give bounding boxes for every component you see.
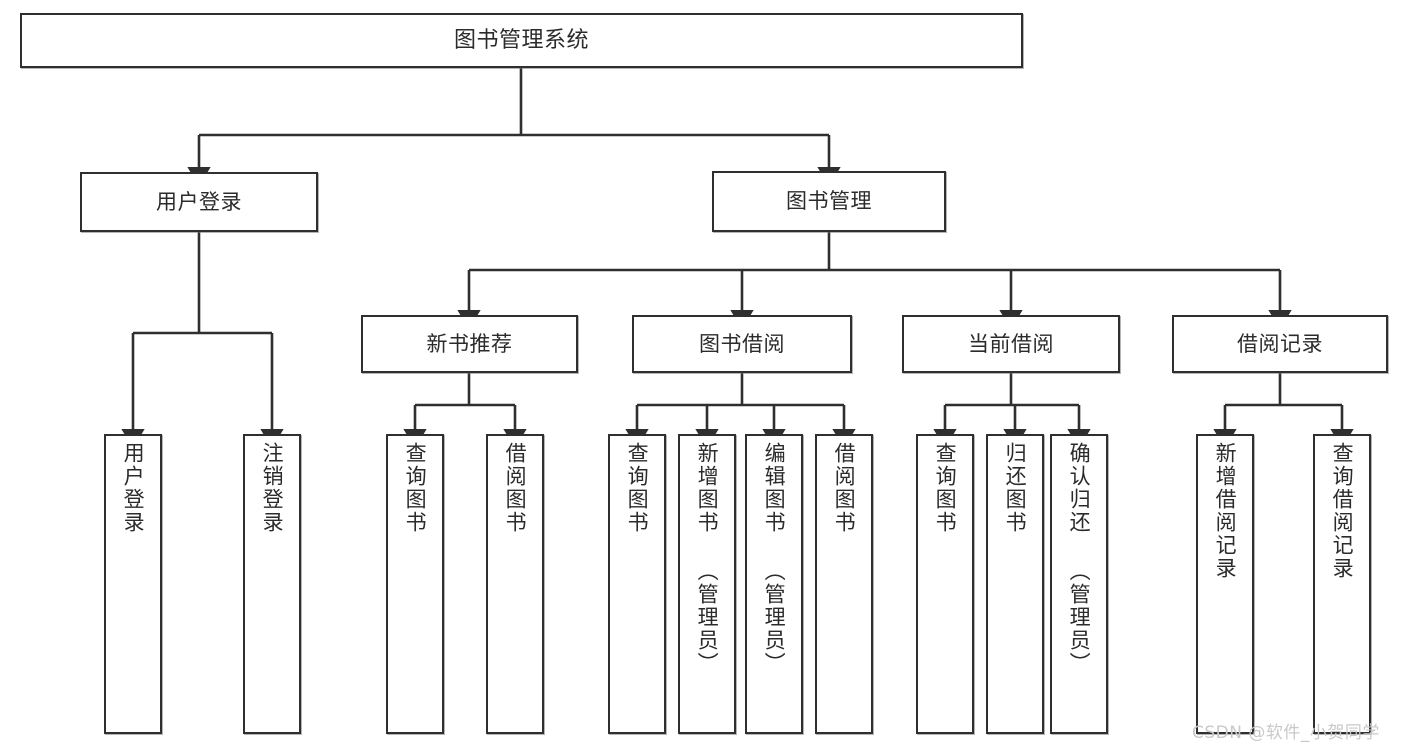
node-label-borrow-book-1: 借阅图书 bbox=[503, 442, 528, 534]
node-query-book-1[interactable]: 查询图书 bbox=[386, 434, 444, 734]
node-query-borrow-record[interactable]: 查询借阅记录 bbox=[1313, 434, 1371, 734]
node-label-user-logout: 注销登录 bbox=[260, 442, 285, 534]
node-confirm-return-admin[interactable]: 确认归还 （管理员） bbox=[1050, 434, 1108, 734]
node-label-query-book-1: 查询图书 bbox=[403, 442, 428, 534]
node-query-book-3[interactable]: 查询图书 bbox=[916, 434, 974, 734]
node-add-book-admin[interactable]: 新增图书 （管理员） bbox=[678, 434, 736, 734]
node-label-current-borrow: 当前借阅 bbox=[968, 331, 1054, 356]
node-user-login-do[interactable]: 用户登录 bbox=[104, 434, 162, 734]
node-book-manage[interactable]: 图书管理 bbox=[712, 171, 946, 232]
node-add-borrow-record[interactable]: 新增借阅记录 bbox=[1196, 434, 1254, 734]
node-borrow-book-2[interactable]: 借阅图书 bbox=[815, 434, 873, 734]
node-label-query-book-2: 查询图书 bbox=[625, 442, 650, 534]
node-label-add-book-admin: 新增图书 （管理员） bbox=[695, 442, 720, 675]
node-query-book-2[interactable]: 查询图书 bbox=[608, 434, 666, 734]
node-label-borrow-book-2: 借阅图书 bbox=[832, 442, 857, 534]
node-label-query-borrow-record: 查询借阅记录 bbox=[1330, 442, 1355, 580]
node-label-edit-book-admin: 编辑图书 （管理员） bbox=[762, 442, 787, 675]
node-root[interactable]: 图书管理系统 bbox=[20, 13, 1023, 68]
node-label-root: 图书管理系统 bbox=[453, 27, 589, 53]
node-return-book[interactable]: 归还图书 bbox=[986, 434, 1044, 734]
node-label-add-borrow-record: 新增借阅记录 bbox=[1213, 442, 1238, 580]
node-label-new-book-recommend: 新书推荐 bbox=[426, 331, 513, 356]
node-borrow-record[interactable]: 借阅记录 bbox=[1172, 315, 1388, 373]
connector-group bbox=[121, 68, 1354, 449]
node-label-book-manage: 图书管理 bbox=[786, 189, 872, 214]
node-label-borrow-record: 借阅记录 bbox=[1237, 331, 1323, 356]
node-label-book-borrow: 图书借阅 bbox=[699, 331, 785, 356]
node-label-confirm-return-admin: 确认归还 （管理员） bbox=[1067, 442, 1092, 675]
node-user-logout[interactable]: 注销登录 bbox=[243, 434, 301, 734]
node-new-book-recommend[interactable]: 新书推荐 bbox=[361, 315, 578, 373]
node-edit-book-admin[interactable]: 编辑图书 （管理员） bbox=[745, 434, 803, 734]
node-label-user-login-do: 用户登录 bbox=[121, 442, 146, 534]
node-book-borrow[interactable]: 图书借阅 bbox=[632, 315, 852, 373]
node-label-query-book-3: 查询图书 bbox=[933, 442, 958, 534]
node-borrow-book-1[interactable]: 借阅图书 bbox=[486, 434, 544, 734]
node-label-user-login: 用户登录 bbox=[156, 189, 242, 214]
node-user-login[interactable]: 用户登录 bbox=[80, 172, 318, 232]
node-label-return-book: 归还图书 bbox=[1003, 442, 1028, 534]
node-current-borrow[interactable]: 当前借阅 bbox=[902, 315, 1120, 373]
